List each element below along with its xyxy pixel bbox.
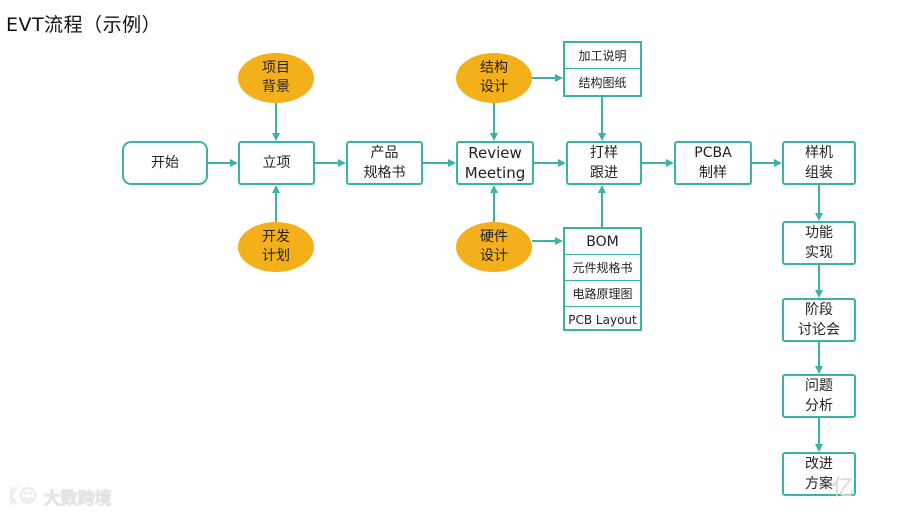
input-dev-plan: 开发 计划 (238, 222, 314, 272)
output-component-spec: 元件规格书 (565, 255, 640, 281)
output-pcb-layout: PCB Layout (568, 313, 637, 327)
output-structure-drawings: 结构图纸 (578, 75, 627, 90)
corner-mark: 亿 (832, 476, 855, 501)
node-review-meeting: Review Meeting (456, 141, 534, 185)
node-problem-analysis: 问题 分析 (782, 374, 856, 418)
node-function-realization: 功能 实现 (782, 221, 856, 265)
input-hardware-design: 硬件 设计 (456, 222, 532, 272)
node-pcba: PCBA 制样 (674, 141, 752, 185)
node-prototype-assembly: 样机 组装 (782, 141, 856, 185)
node-start: 开始 (122, 141, 208, 185)
node-phase-discussion: 阶段 讨论会 (782, 298, 856, 342)
input-project-background: 项目 背景 (238, 53, 314, 103)
input-structure-design: 结构 设计 (456, 53, 532, 103)
node-sample-follow: 打样 跟进 (566, 141, 642, 185)
node-improvement-plan: 改进 方案 (782, 452, 856, 496)
watermark: ᛕ☺ 大数跨境 (8, 484, 112, 509)
diagram-title: EVT流程（示例） (6, 14, 162, 36)
output-bom: BOM (565, 229, 640, 255)
output-processing-instructions: 加工说明 (565, 43, 640, 69)
node-product-spec: 产品 规格书 (346, 141, 423, 185)
chat-bubble-logo-icon: ᛕ☺ (8, 486, 38, 507)
hardware-outputs: BOM 元件规格书 电路原理图 PCB Layout (563, 227, 642, 331)
watermark-text: 大数跨境 (43, 489, 112, 509)
output-schematic: 电路原理图 (565, 281, 640, 307)
node-initiation: 立项 (238, 141, 315, 185)
structure-outputs: 加工说明 结构图纸 (563, 41, 642, 97)
